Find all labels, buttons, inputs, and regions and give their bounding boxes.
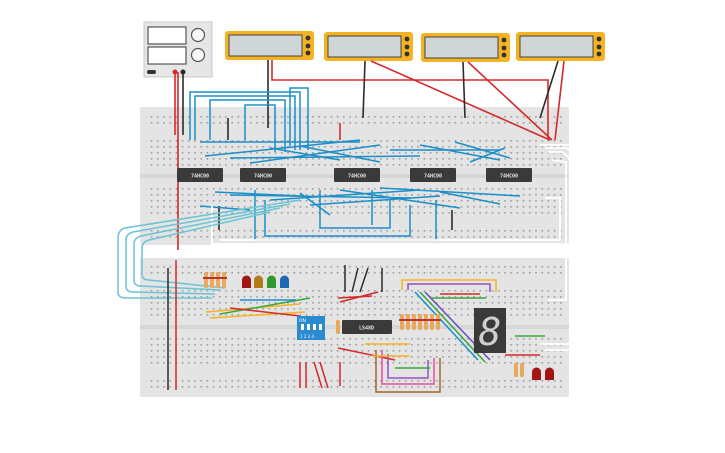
seven-segment-display[interactable]: 8 — [474, 308, 506, 354]
multimeter-4[interactable] — [516, 32, 605, 61]
chip-label: 74HC00 — [348, 174, 366, 180]
voltage-knob-icon[interactable] — [190, 27, 206, 43]
seven-segment-digit: 8 — [479, 310, 502, 354]
chip-label: 74HC00 — [254, 174, 272, 180]
chip-ls48d[interactable]: LS48D — [342, 320, 392, 334]
dip-switch[interactable]: ON 1 2 3 4 — [297, 316, 325, 340]
chip-74hc00-4[interactable]: 74HC00 — [410, 168, 456, 182]
current-knob-icon[interactable] — [190, 47, 206, 63]
resistor-decoder[interactable] — [336, 320, 340, 334]
bottom-wires — [167, 260, 545, 393]
multimeter-3[interactable] — [421, 33, 510, 62]
led-red-right-2[interactable] — [545, 367, 554, 381]
resistor-bank-middle[interactable] — [399, 314, 441, 330]
led-green[interactable] — [267, 275, 276, 289]
power-supply[interactable] — [143, 21, 213, 78]
teal-wires — [117, 199, 301, 299]
multimeter-1[interactable] — [225, 31, 314, 60]
blue-wires — [189, 87, 521, 241]
dip-toggle-3[interactable] — [313, 324, 316, 330]
led-red-right-1[interactable] — [532, 367, 541, 381]
resistor-bank-right[interactable] — [514, 363, 524, 377]
power-wires — [174, 60, 565, 250]
dip-on-label: ON — [299, 318, 306, 324]
led-orange[interactable] — [254, 275, 263, 289]
chip-74hc00-2[interactable]: 74HC00 — [240, 168, 286, 182]
led-blue[interactable] — [280, 275, 289, 289]
chip-label: 74HC00 — [424, 174, 442, 180]
dip-toggle-1[interactable] — [301, 324, 304, 330]
resistor-bank-left[interactable] — [203, 272, 227, 288]
power-switch[interactable] — [147, 70, 156, 74]
decoder-label: LS48D — [359, 326, 374, 332]
dip-toggle-2[interactable] — [307, 324, 310, 330]
led-red[interactable] — [242, 275, 251, 289]
dip-toggle-4[interactable] — [319, 324, 322, 330]
chip-74hc00-5[interactable]: 74HC00 — [486, 168, 532, 182]
chip-label: 74HC00 — [191, 174, 209, 180]
dip-number-labels: 1 2 3 4 — [300, 334, 314, 339]
multimeter-2[interactable] — [324, 32, 413, 61]
chip-74hc00-3[interactable]: 74HC00 — [334, 168, 380, 182]
chip-74hc00-1[interactable]: 74HC00 — [177, 168, 223, 182]
chip-label: 74HC00 — [500, 174, 518, 180]
white-wires — [211, 144, 583, 351]
